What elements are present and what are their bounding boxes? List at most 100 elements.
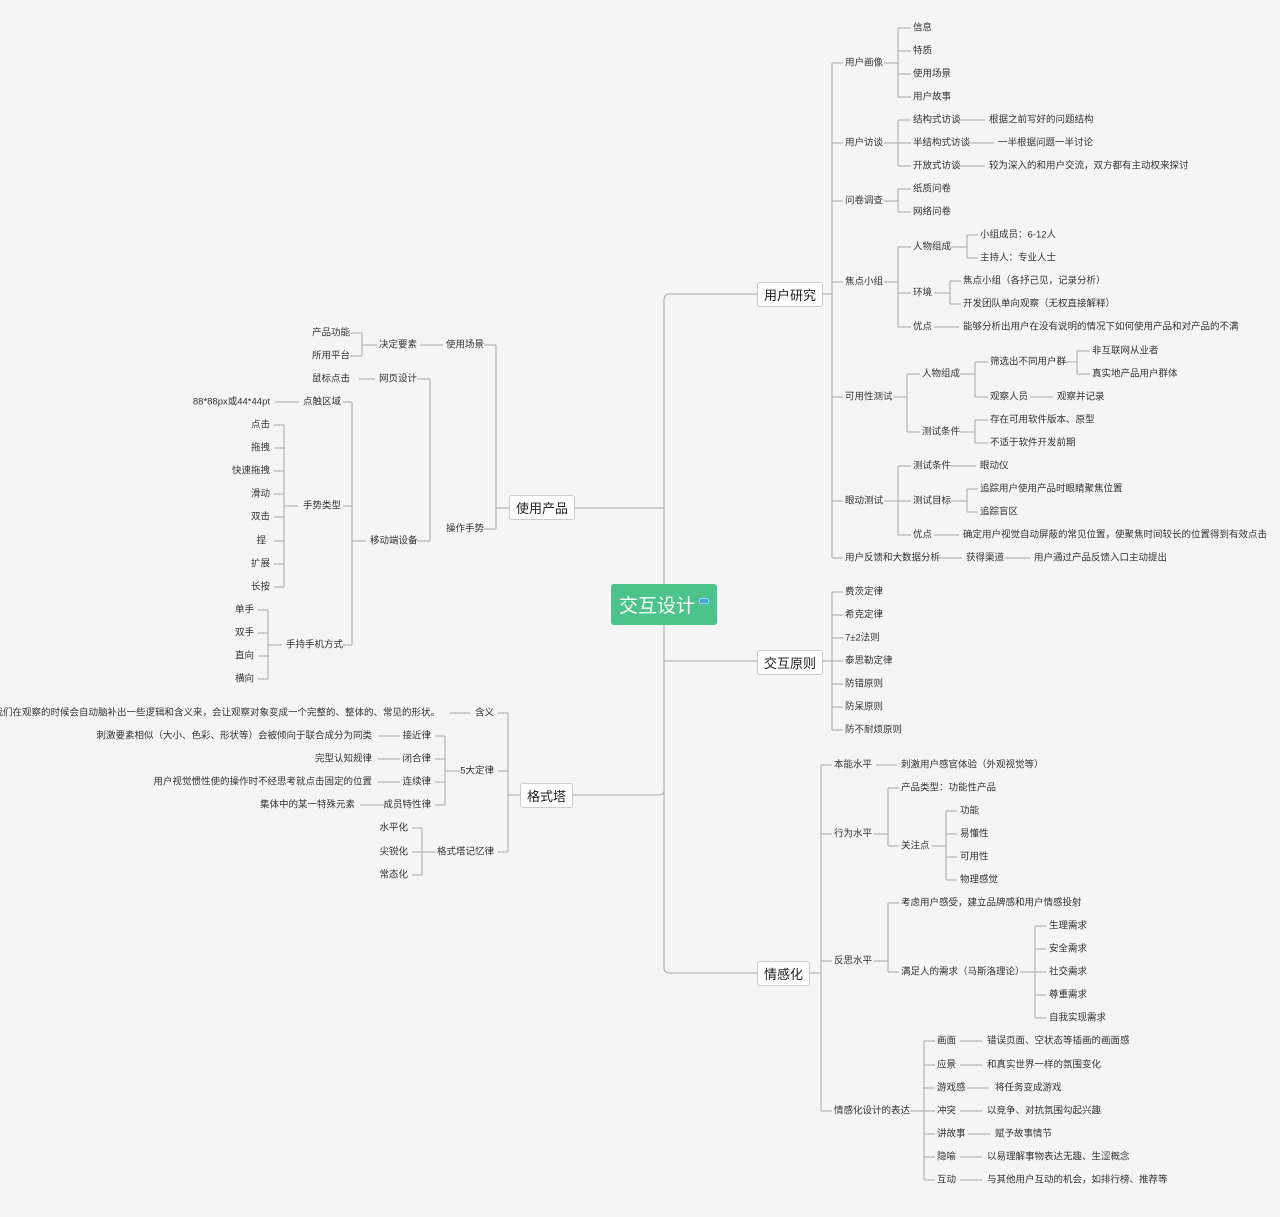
node-u-mobile[interactable]: 移动端设备: [370, 535, 418, 547]
node-r-u-people[interactable]: 人物组成: [922, 368, 961, 380]
node-u-f1[interactable]: 产品功能: [312, 327, 351, 339]
node-e-x7d[interactable]: 与其他用户互动的机会，如排行榜、推荐等: [987, 1174, 1168, 1186]
node-r-s2[interactable]: 网络问卷: [913, 206, 952, 218]
branch-gestalt[interactable]: 格式塔: [520, 783, 574, 808]
node-e-x4[interactable]: 冲突: [937, 1105, 957, 1117]
node-e-bf2[interactable]: 易懂性: [960, 828, 989, 840]
node-r-f-adv[interactable]: 优点: [913, 321, 933, 333]
node-r-usability[interactable]: 可用性测试: [845, 391, 893, 403]
node-e-instinct[interactable]: 本能水平: [834, 759, 873, 771]
node-u-gtype[interactable]: 手势类型: [303, 500, 342, 512]
node-g-mem[interactable]: 格式塔记忆律: [436, 846, 494, 858]
node-g-l1d[interactable]: 刺激要素相似（大小、色彩、形状等）会被倾向于联合成分为同类: [96, 730, 372, 742]
branch-principles[interactable]: 交互原则: [757, 650, 824, 675]
node-g-l2[interactable]: 闭合律: [402, 753, 431, 765]
node-u-g7[interactable]: 扩展: [250, 558, 270, 570]
node-g-l4[interactable]: 成员特性律: [383, 799, 431, 811]
node-r-i1[interactable]: 结构式访谈: [913, 114, 961, 126]
node-e-bf1[interactable]: 功能: [960, 805, 980, 817]
node-e-n3[interactable]: 社交需求: [1049, 966, 1088, 978]
branch-emotion[interactable]: 情感化: [757, 961, 811, 986]
node-e-bf3[interactable]: 可用性: [960, 851, 989, 863]
node-r-e-goal[interactable]: 测试目标: [913, 495, 952, 507]
node-g-l3[interactable]: 连续律: [402, 776, 431, 788]
node-r-e-adv[interactable]: 优点: [913, 529, 933, 541]
node-e-x7[interactable]: 互动: [937, 1174, 957, 1186]
node-u-h2[interactable]: 双手: [234, 627, 254, 639]
node-r-e-cond[interactable]: 测试条件: [913, 460, 952, 472]
node-u-h3[interactable]: 直向: [234, 650, 254, 662]
node-r-u-cond[interactable]: 测试条件: [922, 426, 961, 438]
node-g-meaningd[interactable]: 我们在观察的时候会自动脑补出一些逻辑和含义来，会让观察对象变成一个完整的、整体的…: [0, 707, 440, 719]
node-r-i3[interactable]: 开放式访谈: [913, 160, 961, 172]
node-g-m2[interactable]: 尖锐化: [379, 846, 408, 858]
node-r-u-s2[interactable]: 真实地产品用户群体: [1092, 368, 1178, 380]
node-g-five[interactable]: 5大定律: [460, 765, 494, 777]
node-r-fb-chd[interactable]: 用户通过产品反馈入口主动提出: [1034, 552, 1168, 564]
node-e-behavior[interactable]: 行为水平: [834, 828, 873, 840]
node-p6[interactable]: 防呆原则: [845, 701, 884, 713]
node-u-gesture[interactable]: 操作手势: [446, 523, 485, 535]
node-r-i2[interactable]: 半结构式访谈: [913, 137, 971, 149]
node-e-x2d[interactable]: 和真实世界一样的氛围变化: [987, 1059, 1102, 1071]
branch-use-product[interactable]: 使用产品: [509, 495, 576, 520]
node-u-h1[interactable]: 单手: [234, 604, 254, 616]
node-u-g1[interactable]: 点击: [250, 419, 270, 431]
node-u-g6[interactable]: 捏: [256, 535, 266, 547]
node-e-x5d[interactable]: 赋予故事情节: [995, 1128, 1053, 1140]
node-u-web[interactable]: 网页设计: [379, 373, 418, 385]
node-u-factors[interactable]: 决定要素: [379, 339, 418, 351]
node-e-n5[interactable]: 自我实现需求: [1049, 1012, 1107, 1024]
node-e-x6[interactable]: 隐喻: [937, 1151, 957, 1163]
node-e-r1[interactable]: 考虑用户感受，建立品牌感和用户情感投射: [901, 897, 1082, 909]
node-r-p4[interactable]: 用户故事: [913, 91, 952, 103]
node-e-express[interactable]: 情感化设计的表达: [834, 1105, 911, 1117]
node-u-g4[interactable]: 滑动: [250, 488, 270, 500]
node-e-x3[interactable]: 游戏感: [937, 1082, 966, 1094]
node-e-x3d[interactable]: 将任务变成游戏: [995, 1082, 1062, 1094]
node-e-n2[interactable]: 安全需求: [1049, 943, 1088, 955]
node-e-b-focus[interactable]: 关注点: [901, 840, 930, 852]
node-u-h4[interactable]: 横向: [234, 673, 254, 685]
node-g-l3d[interactable]: 用户视觉惯性使的操作时不经思考就点击固定的位置: [153, 776, 372, 788]
node-r-u-c1[interactable]: 存在可用软件版本、原型: [990, 414, 1095, 426]
node-r-e-advd[interactable]: 确定用户视觉自动屏蔽的常见位置，使聚焦时间较长的位置得到有效点击: [963, 529, 1268, 541]
node-g-l1[interactable]: 接近律: [402, 730, 431, 742]
node-r-u-screen[interactable]: 筛选出不同用户群: [990, 356, 1067, 368]
node-r-feedback[interactable]: 用户反馈和大数据分析: [845, 552, 941, 564]
node-e-b-type[interactable]: 产品类型：功能性产品: [901, 782, 997, 794]
node-e-x1d[interactable]: 错误页面、空状态等插画的画面感: [987, 1035, 1130, 1047]
node-p3[interactable]: 7±2法则: [845, 632, 880, 644]
node-r-focus[interactable]: 焦点小组: [845, 276, 884, 288]
node-u-scene[interactable]: 使用场景: [446, 339, 485, 351]
node-r-u-obs[interactable]: 观察人员: [990, 391, 1029, 403]
node-e-reflect[interactable]: 反思水平: [834, 955, 873, 967]
node-r-s1[interactable]: 纸质问卷: [913, 183, 952, 195]
node-r-i1d[interactable]: 根据之前写好的问题结构: [989, 114, 1094, 126]
node-r-f-e2[interactable]: 开发团队单向观察（无权直接解释）: [963, 298, 1116, 310]
node-g-l4d[interactable]: 集体中的某一特殊元素: [259, 799, 355, 811]
node-u-hold[interactable]: 手持手机方式: [286, 639, 344, 651]
node-r-f-p2[interactable]: 主持人：专业人士: [980, 252, 1057, 264]
node-u-touchd[interactable]: 88*88px或44*44pt: [192, 396, 270, 408]
node-r-survey[interactable]: 问卷调查: [845, 195, 884, 207]
node-e-n4[interactable]: 尊重需求: [1049, 989, 1088, 1001]
node-u-g3[interactable]: 快速拖拽: [231, 465, 270, 477]
node-e-x2[interactable]: 应景: [937, 1059, 957, 1071]
node-r-f-advd[interactable]: 能够分析出用户在没有说明的情况下如何使用产品和对产品的不满: [963, 321, 1239, 333]
node-r-persona[interactable]: 用户画像: [845, 57, 884, 69]
root-node[interactable]: 交互设计: [611, 584, 717, 625]
node-r-interview[interactable]: 用户访谈: [845, 137, 884, 149]
node-e-instinctd[interactable]: 刺激用户感官体验（外观视觉等）: [901, 759, 1044, 771]
node-r-u-c2[interactable]: 不适于软件开发前期: [990, 437, 1076, 449]
node-r-i3d[interactable]: 较为深入的和用户交流，双方都有主动权来探讨: [989, 160, 1189, 172]
node-e-x5[interactable]: 讲故事: [937, 1128, 966, 1140]
node-r-p3[interactable]: 使用场景: [913, 68, 952, 80]
node-p4[interactable]: 泰思勒定律: [845, 655, 893, 667]
node-r-f-people[interactable]: 人物组成: [913, 241, 952, 253]
node-p2[interactable]: 希克定律: [845, 609, 884, 621]
node-u-g2[interactable]: 拖拽: [250, 442, 270, 454]
node-r-e-g2[interactable]: 追踪盲区: [980, 506, 1019, 518]
node-r-u-s1[interactable]: 非互联网从业者: [1092, 345, 1159, 357]
node-p1[interactable]: 费茨定律: [845, 586, 884, 598]
